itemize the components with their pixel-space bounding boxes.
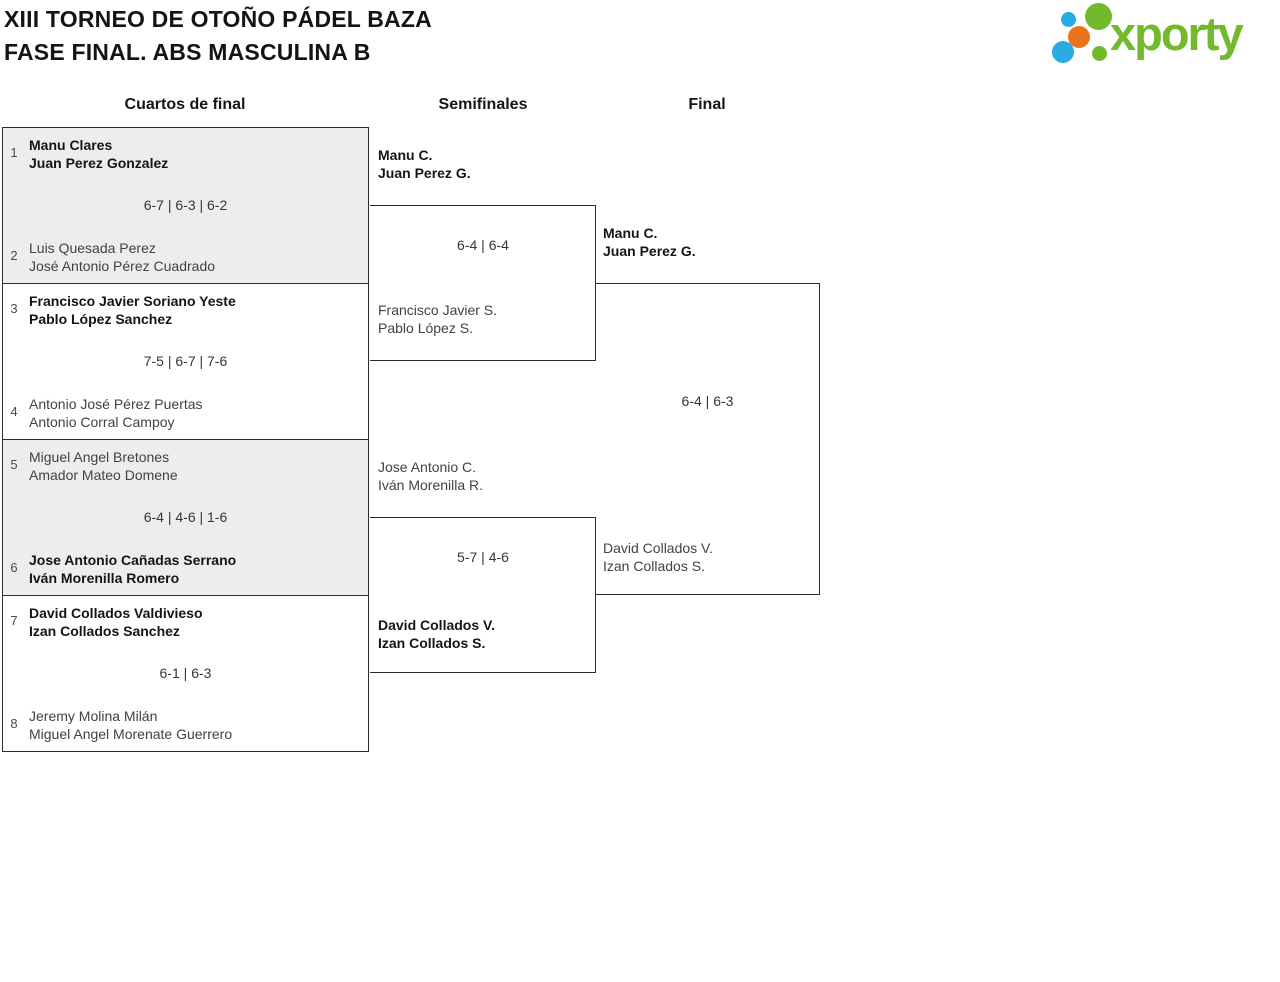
player-name: Iván Morenilla Romero bbox=[29, 570, 180, 586]
player-name: Jose Antonio C. bbox=[378, 459, 477, 475]
match-score: 6-1 | 6-3 bbox=[159, 665, 212, 681]
qf4-team-bottom: Jeremy Molina Milán Miguel Angel Morenat… bbox=[29, 707, 232, 743]
match-score: 5-7 | 4-6 bbox=[457, 549, 509, 565]
player-name: Miguel Angel Bretones bbox=[29, 449, 170, 465]
player-name: Iván Morenilla R. bbox=[378, 477, 484, 493]
qf2-team-top: Francisco Javier Soriano Yeste Pablo Lóp… bbox=[29, 292, 236, 328]
match-score: 6-4 | 4-6 | 1-6 bbox=[143, 509, 228, 525]
seed-number: 4 bbox=[10, 404, 18, 419]
seed-number: 6 bbox=[10, 560, 18, 575]
match-score: 6-7 | 6-3 | 6-2 bbox=[143, 197, 228, 213]
player-name: Juan Perez Gonzalez bbox=[29, 155, 169, 171]
sf1-team-top: Manu C. Juan Perez G. bbox=[378, 146, 471, 182]
player-name: David Collados V. bbox=[603, 540, 713, 556]
player-name: David Collados Valdivieso bbox=[29, 605, 203, 621]
qf-match-2: 3 Francisco Javier Soriano Yeste Pablo L… bbox=[2, 283, 369, 440]
sf-match-2-box bbox=[370, 517, 596, 673]
player-name: Luis Quesada Perez bbox=[29, 240, 156, 256]
player-name: Antonio José Pérez Puertas bbox=[29, 396, 203, 412]
final-team-bottom: David Collados V. Izan Collados S. bbox=[603, 539, 713, 575]
seed-number: 8 bbox=[10, 716, 18, 731]
player-name: Francisco Javier S. bbox=[378, 302, 498, 318]
tournament-title-line1: XIII TORNEO DE OTOÑO PÁDEL BAZA bbox=[4, 6, 432, 32]
player-name: Miguel Angel Morenate Guerrero bbox=[29, 726, 233, 742]
player-name: David Collados V. bbox=[378, 617, 495, 633]
player-name: Manu Clares bbox=[29, 137, 113, 153]
sf1-team-bottom: Francisco Javier S. Pablo López S. bbox=[378, 301, 497, 337]
player-name: Manu C. bbox=[378, 147, 433, 163]
xporty-logo[interactable]: xporty bbox=[1048, 0, 1280, 72]
player-name: Pablo López S. bbox=[378, 320, 473, 336]
qf-match-1: 1 Manu Clares Juan Perez Gonzalez 6-7 | … bbox=[2, 127, 369, 284]
qf2-team-bottom: Antonio José Pérez Puertas Antonio Corra… bbox=[29, 395, 203, 431]
logo-dot-green-big-icon bbox=[1085, 3, 1112, 30]
final-match-box bbox=[595, 283, 820, 595]
tournament-title-line2: FASE FINAL. ABS MASCULINA B bbox=[4, 39, 371, 65]
player-name: Manu C. bbox=[603, 225, 658, 241]
match-score: 6-4 | 6-3 bbox=[681, 393, 734, 409]
qf4-team-top: David Collados Valdivieso Izan Collados … bbox=[29, 604, 203, 640]
final-team-top: Manu C. Juan Perez G. bbox=[603, 224, 696, 260]
sf2-team-bottom: David Collados V. Izan Collados S. bbox=[378, 616, 495, 652]
logo-wordmark: xporty bbox=[1110, 7, 1244, 60]
player-name: Antonio Corral Campoy bbox=[29, 414, 175, 430]
player-name: José Antonio Pérez Cuadrado bbox=[29, 258, 216, 274]
seed-number: 1 bbox=[10, 145, 18, 160]
player-name: Jose Antonio Cañadas Serrano bbox=[29, 552, 237, 568]
player-name: Francisco Javier Soriano Yeste bbox=[29, 293, 236, 309]
player-name: Juan Perez G. bbox=[378, 165, 471, 181]
qf-match-4: 7 David Collados Valdivieso Izan Collado… bbox=[2, 595, 369, 752]
qf-match-3: 5 Miguel Angel Bretones Amador Mateo Dom… bbox=[2, 439, 369, 596]
round-header-quarterfinals: Cuartos de final bbox=[124, 96, 246, 113]
logo-dot-orange-icon bbox=[1068, 26, 1090, 48]
logo-dot-blue-small-icon bbox=[1061, 12, 1076, 27]
player-name: Izan Collados S. bbox=[603, 558, 705, 574]
player-name: Pablo López Sanchez bbox=[29, 311, 173, 327]
player-name: Jeremy Molina Milán bbox=[29, 708, 158, 724]
player-name: Izan Collados S. bbox=[378, 635, 486, 651]
round-header-final: Final bbox=[688, 96, 726, 113]
player-name: Izan Collados Sanchez bbox=[29, 623, 180, 639]
match-score: 6-4 | 6-4 bbox=[457, 237, 509, 253]
player-name: Amador Mateo Domene bbox=[29, 467, 178, 483]
seed-number: 3 bbox=[10, 301, 18, 316]
match-score: 7-5 | 6-7 | 7-6 bbox=[143, 353, 228, 369]
logo-dot-blue-big-icon bbox=[1052, 41, 1074, 63]
qf3-team-bottom: Jose Antonio Cañadas Serrano Iván Moreni… bbox=[29, 551, 236, 587]
round-header-semifinals: Semifinales bbox=[438, 96, 528, 113]
qf1-team-top: Manu Clares Juan Perez Gonzalez bbox=[29, 136, 168, 172]
seed-number: 2 bbox=[10, 248, 18, 263]
player-name: Juan Perez G. bbox=[603, 243, 696, 259]
seed-number: 5 bbox=[10, 457, 18, 472]
tournament-title: XIII TORNEO DE OTOÑO PÁDEL BAZA FASE FIN… bbox=[4, 3, 432, 69]
sf-match-1-box bbox=[370, 205, 596, 361]
qf3-team-top: Miguel Angel Bretones Amador Mateo Domen… bbox=[29, 448, 178, 484]
logo-dot-green-small-icon bbox=[1092, 46, 1107, 61]
qf1-team-bottom: Luis Quesada Perez José Antonio Pérez Cu… bbox=[29, 239, 215, 275]
sf2-team-top: Jose Antonio C. Iván Morenilla R. bbox=[378, 458, 483, 494]
seed-number: 7 bbox=[10, 613, 18, 628]
